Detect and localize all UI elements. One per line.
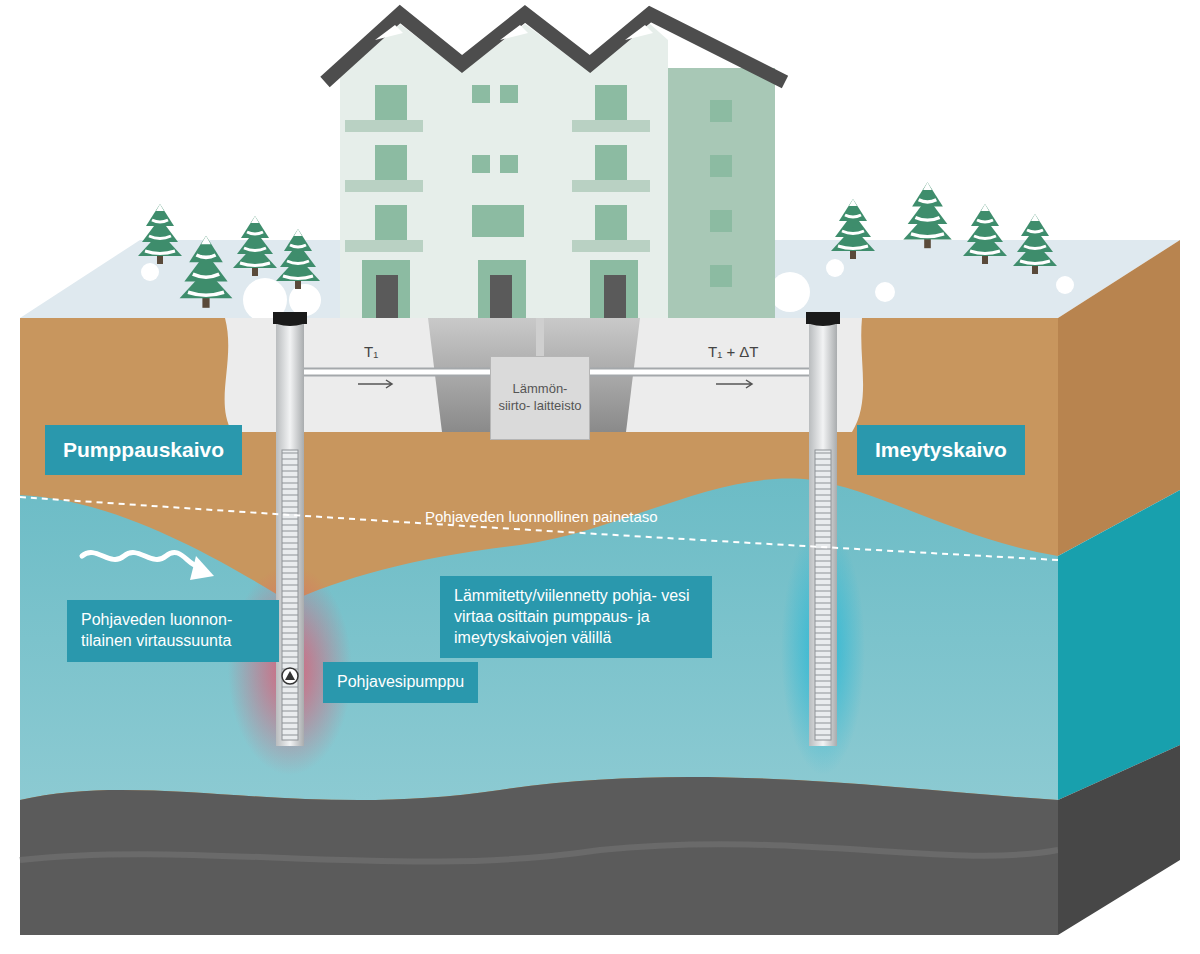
- trees-part: [180, 236, 233, 308]
- box-text: Imeytyskaivo: [875, 438, 1007, 462]
- building-part-part: [376, 275, 398, 318]
- temperature-label: T₁: [364, 343, 378, 360]
- pipes-part: [716, 380, 752, 388]
- trees-part: [831, 199, 875, 259]
- building-part: [340, 24, 668, 318]
- building-part-part: [345, 180, 423, 192]
- building-part-part: [710, 155, 732, 177]
- building-part-part: [375, 145, 407, 180]
- wells-part: [285, 671, 295, 680]
- ground-block: [20, 240, 1180, 935]
- box-text: Lämmön- siirto- laitteisto: [497, 381, 583, 415]
- wells-part: [282, 450, 298, 740]
- building-part-part: [345, 120, 423, 132]
- building-part: [362, 85, 732, 318]
- foundation-part: [536, 318, 544, 360]
- building: [325, 14, 785, 318]
- building-part-part: [472, 155, 490, 173]
- snow-part: [141, 263, 159, 281]
- building-part-part: [710, 210, 732, 232]
- ground-block-part: [20, 318, 1058, 935]
- building-part-part: [710, 100, 732, 122]
- building-part: [668, 68, 775, 318]
- building-part-part: [500, 85, 518, 103]
- box-text: Pohjavesipumppu: [337, 672, 464, 693]
- note-box: Lämmitetty/viilennetty pohja- vesi virta…: [440, 576, 712, 658]
- pump-label: Pohjavesipumppu: [323, 662, 478, 703]
- snow-part: [289, 284, 321, 316]
- building-part-part: [572, 120, 650, 132]
- pipes-part: [590, 372, 823, 440]
- well-label: Imeytyskaivo: [857, 425, 1025, 475]
- water-table-label: Pohjaveden luonnollinen painetaso: [425, 508, 658, 525]
- note-box: Pohjaveden luonnon- tilainen virtaussuun…: [67, 600, 279, 662]
- building-part-part: [478, 260, 526, 318]
- ground-block-part: [1058, 745, 1180, 935]
- building-part: [345, 120, 650, 252]
- trees-part: [276, 229, 320, 289]
- temperature-label: T₁ + ΔT: [708, 343, 759, 360]
- building-part: [376, 275, 626, 318]
- building-part-part: [345, 240, 423, 252]
- trees-part: [1013, 214, 1057, 274]
- ground-block-part: [20, 479, 1058, 800]
- box-text: Pohjaveden luonnon- tilainen virtaussuun…: [81, 610, 265, 652]
- ground-block-part: [20, 844, 1058, 861]
- well-label: Pumppauskaivo: [45, 425, 242, 475]
- building-part-part: [572, 180, 650, 192]
- building-part-part: [362, 260, 410, 318]
- snow-part: [875, 282, 895, 302]
- trees-part: [233, 216, 277, 276]
- snow-part: [1056, 276, 1074, 294]
- building-part-part: [595, 85, 627, 120]
- building-part-part: [710, 265, 732, 287]
- pipes-part: [290, 372, 492, 440]
- pipes-part: [290, 372, 492, 440]
- pipes-part: [590, 372, 823, 440]
- wells-part: [806, 312, 840, 324]
- snow-part: [770, 272, 810, 312]
- flow-arrow-part: [82, 552, 198, 566]
- building-part: [375, 25, 653, 40]
- wells-part: [282, 668, 298, 684]
- box-text: Pumppauskaivo: [63, 438, 224, 462]
- wells-part: [809, 318, 837, 746]
- building-part-part: [500, 155, 518, 173]
- snow-part: [826, 259, 844, 277]
- building-part-part: [604, 275, 626, 318]
- building-part: [325, 14, 785, 82]
- building-part-part: [490, 275, 512, 318]
- wells: [273, 312, 840, 746]
- flow-arrow-part: [190, 556, 214, 580]
- flow-arrow: [82, 552, 214, 580]
- building-part-part: [472, 85, 490, 103]
- trees-part: [963, 204, 1007, 264]
- wells-part: [273, 312, 307, 324]
- glows: [228, 525, 865, 775]
- building-part-part: [572, 240, 650, 252]
- building-part-part: [375, 85, 407, 120]
- trees-part: [138, 204, 182, 264]
- building-part-part: [590, 260, 638, 318]
- wells-part: [815, 450, 831, 740]
- wells-part: [276, 318, 304, 746]
- building-part-part: [595, 145, 627, 180]
- ground-block-part: [20, 777, 1058, 935]
- box-text: Lämmitetty/viilennetty pohja- vesi virta…: [454, 586, 698, 648]
- equipment-box: Lämmön- siirto- laitteisto: [490, 356, 590, 440]
- building-part-part: [375, 205, 407, 240]
- building-part-part: [472, 205, 524, 237]
- pipes-part: [358, 380, 392, 388]
- building-part-part: [595, 205, 627, 240]
- trees-part: [903, 182, 951, 248]
